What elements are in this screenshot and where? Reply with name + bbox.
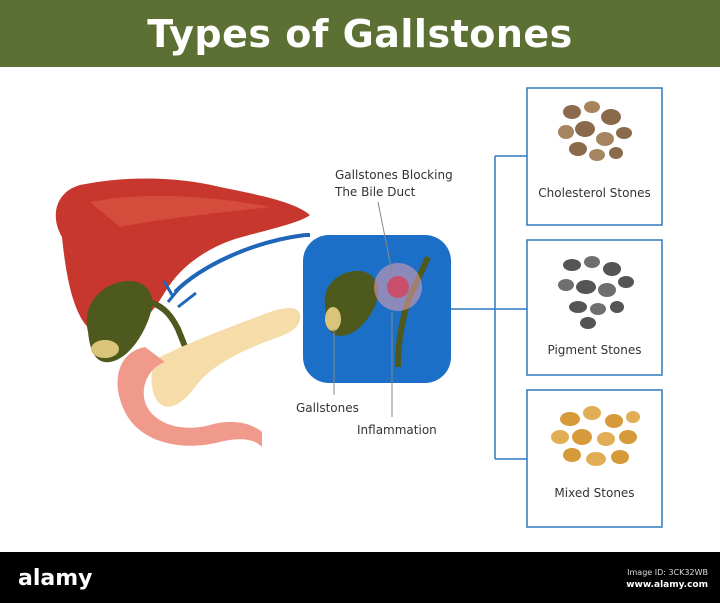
mixed-stones-icon <box>551 406 640 466</box>
label-gallstones: Gallstones <box>296 401 359 415</box>
label-cholesterol-stones: Cholesterol Stones <box>538 186 651 200</box>
inflammation-core <box>387 276 409 298</box>
diagram-canvas <box>55 87 663 528</box>
footer-url: www.alamy.com <box>626 580 708 590</box>
inset-duct <box>395 255 431 368</box>
label-inflammation: Inflammation <box>357 423 437 437</box>
pancreas-shape <box>151 307 301 407</box>
page-title: Types of Gallstones <box>147 11 573 56</box>
footer-bar: alamy Image ID: 3CK32WB www.alamy.com <box>0 552 720 603</box>
pigment-stones-icon <box>558 256 634 329</box>
title-banner: Types of Gallstones <box>0 0 720 67</box>
liver-highlight <box>90 195 270 227</box>
footer-logo: alamy <box>18 566 93 591</box>
gallbladder-stones <box>91 340 119 358</box>
duct-branch <box>162 280 197 309</box>
footer-image-id: Image ID: 3CK32WB <box>627 568 708 577</box>
cholesterol-stones-icon <box>558 101 632 161</box>
blocking-leader <box>377 201 393 273</box>
inset-stones <box>325 307 341 331</box>
intestine-shape <box>117 347 262 447</box>
hepatic-duct <box>173 233 306 294</box>
label-mixed-stones: Mixed Stones <box>554 486 635 500</box>
label-pigment-stones: Pigment Stones <box>547 343 642 357</box>
inset-box <box>303 235 451 383</box>
label-blocking: Gallstones Blocking The Bile Duct <box>335 168 453 199</box>
